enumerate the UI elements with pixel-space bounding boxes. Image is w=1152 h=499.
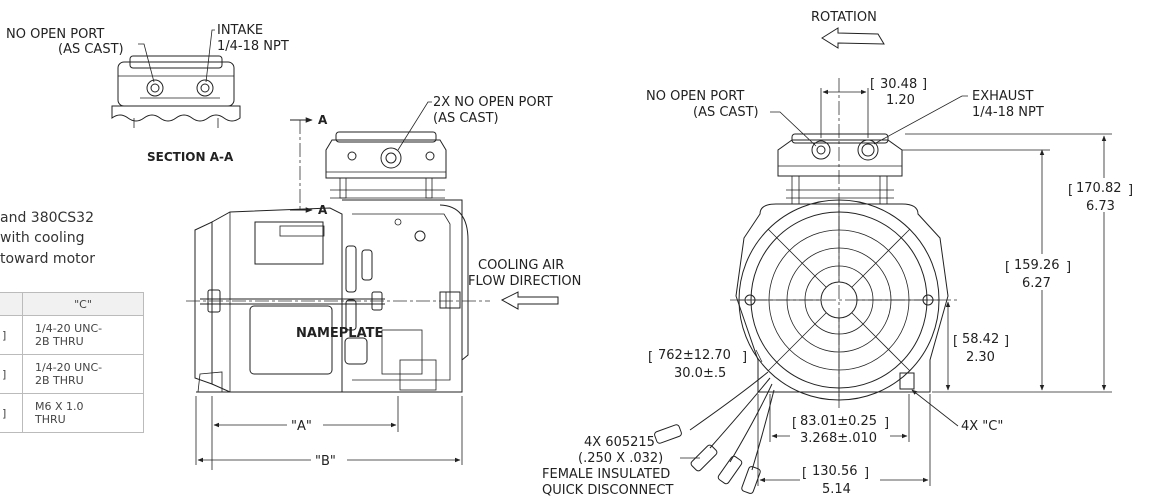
dimension-83-in: 3.268±.010 bbox=[800, 431, 877, 446]
dimension-58-in: 2.30 bbox=[966, 350, 995, 365]
spec-table: "C" ] 1/4-20 UNC-2B THRU ] 1/4-20 UNC-2B… bbox=[0, 292, 144, 433]
table-cell-c: 1/4-20 UNC-2B THRU bbox=[22, 315, 144, 355]
table-cell-c-line-1: 1/4-20 UNC- bbox=[35, 322, 103, 335]
front-open-text-30: [ bbox=[870, 77, 875, 92]
front-no-open-port-line1: NO OPEN PORT bbox=[646, 89, 744, 104]
note-line-2: with cooling bbox=[0, 230, 85, 246]
front-view-motor bbox=[654, 27, 960, 494]
section-a-a-title: SECTION A-A bbox=[147, 150, 234, 164]
section-mark-bottom: A bbox=[318, 203, 328, 217]
front-open-text-130: [ bbox=[802, 466, 807, 481]
exhaust-line2: 1/4-18 NPT bbox=[972, 105, 1044, 120]
table-cell-c: 1/4-20 UNC-2B THRU bbox=[22, 354, 144, 394]
front-open-text-762: [ bbox=[648, 350, 653, 365]
table-cell-c-line-2: 2B THRU bbox=[35, 335, 84, 348]
disconnect-line3: FEMALE INSULATED bbox=[542, 467, 670, 482]
table-cell-c-line-2: 2B THRU bbox=[35, 374, 84, 387]
table-header-row: "C" bbox=[0, 292, 144, 316]
table-row: ] 1/4-20 UNC-2B THRU bbox=[0, 354, 144, 394]
table-header-a bbox=[0, 292, 23, 316]
front-open-text-83: [ bbox=[792, 416, 797, 431]
dimension-170-mm: 170.82 bbox=[1076, 181, 1122, 196]
note-line-3: toward motor bbox=[0, 251, 95, 267]
disconnect-line2: (.250 X .032) bbox=[578, 451, 663, 466]
two-x-no-open-port-line1: 2X NO OPEN PORT bbox=[433, 95, 553, 110]
four-x-c-label: 4X "C" bbox=[961, 419, 1003, 434]
front-open-text-58: [ bbox=[953, 334, 958, 349]
nameplate-label: NAMEPLATE bbox=[296, 326, 383, 341]
section-no-open-port-line1: NO OPEN PORT bbox=[6, 27, 104, 42]
cooling-air-line1: COOLING AIR bbox=[478, 258, 564, 273]
section-a-a-view bbox=[111, 29, 241, 128]
front-close-text-159: ] bbox=[1066, 260, 1071, 275]
dimension-762-mm: 762±12.70 bbox=[658, 348, 731, 363]
dimension-30-mm: 30.48 bbox=[880, 77, 917, 92]
dimension-170-in: 6.73 bbox=[1086, 199, 1115, 214]
front-close-text-170: ] bbox=[1128, 183, 1133, 198]
table-header-c: "C" bbox=[22, 292, 144, 316]
rotation-label: ROTATION bbox=[811, 10, 877, 25]
front-close-text-762: ] bbox=[742, 350, 747, 365]
section-mark-top: A bbox=[318, 113, 328, 127]
table-cell-c-line-1: M6 X 1.0 bbox=[35, 400, 84, 413]
dimension-83-mm: 83.01±0.25 bbox=[800, 414, 877, 429]
airflow-arrow-icon bbox=[500, 291, 559, 310]
section-intake-line1: INTAKE bbox=[217, 23, 263, 38]
dimension-130-mm: 130.56 bbox=[812, 464, 858, 479]
dimension-b: "B" bbox=[315, 454, 336, 469]
dimension-159-in: 6.27 bbox=[1022, 276, 1051, 291]
front-open-text-170: [ bbox=[1068, 183, 1073, 198]
table-cell-c-line-1: 1/4-20 UNC- bbox=[35, 361, 103, 374]
disconnect-line1: 4X 605215 bbox=[584, 435, 655, 450]
front-no-open-port-line2: (AS CAST) bbox=[693, 105, 759, 120]
dimension-58-mm: 58.42 bbox=[962, 332, 999, 347]
table-cell-c-line-2: THRU bbox=[35, 413, 66, 426]
table-row: ] 1/4-20 UNC-2B THRU bbox=[0, 315, 144, 355]
note-line-1: and 380CS32 bbox=[0, 210, 94, 226]
disconnect-line4: QUICK DISCONNECT bbox=[542, 483, 673, 498]
front-close-text-83: ] bbox=[884, 416, 889, 431]
two-x-no-open-port-line2: (AS CAST) bbox=[433, 111, 499, 126]
front-close-text-130: ] bbox=[864, 466, 869, 481]
dimension-30-in: 1.20 bbox=[886, 93, 915, 108]
rotation-arrow-icon bbox=[821, 27, 885, 49]
section-no-open-port-line2: (AS CAST) bbox=[58, 42, 124, 57]
front-close-text-58: ] bbox=[1004, 334, 1009, 349]
dimension-a: "A" bbox=[291, 419, 312, 434]
cooling-air-line2: FLOW DIRECTION bbox=[468, 274, 581, 289]
front-open-text-159: [ bbox=[1005, 260, 1010, 275]
section-intake-line2: 1/4-18 NPT bbox=[217, 39, 289, 54]
dimension-130-in: 5.14 bbox=[822, 482, 851, 497]
exhaust-line1: EXHAUST bbox=[972, 89, 1034, 104]
front-close-text-30: ] bbox=[922, 77, 927, 92]
dimension-762-in: 30.0±.5 bbox=[674, 366, 726, 381]
side-view-motor bbox=[186, 117, 490, 393]
dimension-159-mm: 159.26 bbox=[1014, 258, 1060, 273]
